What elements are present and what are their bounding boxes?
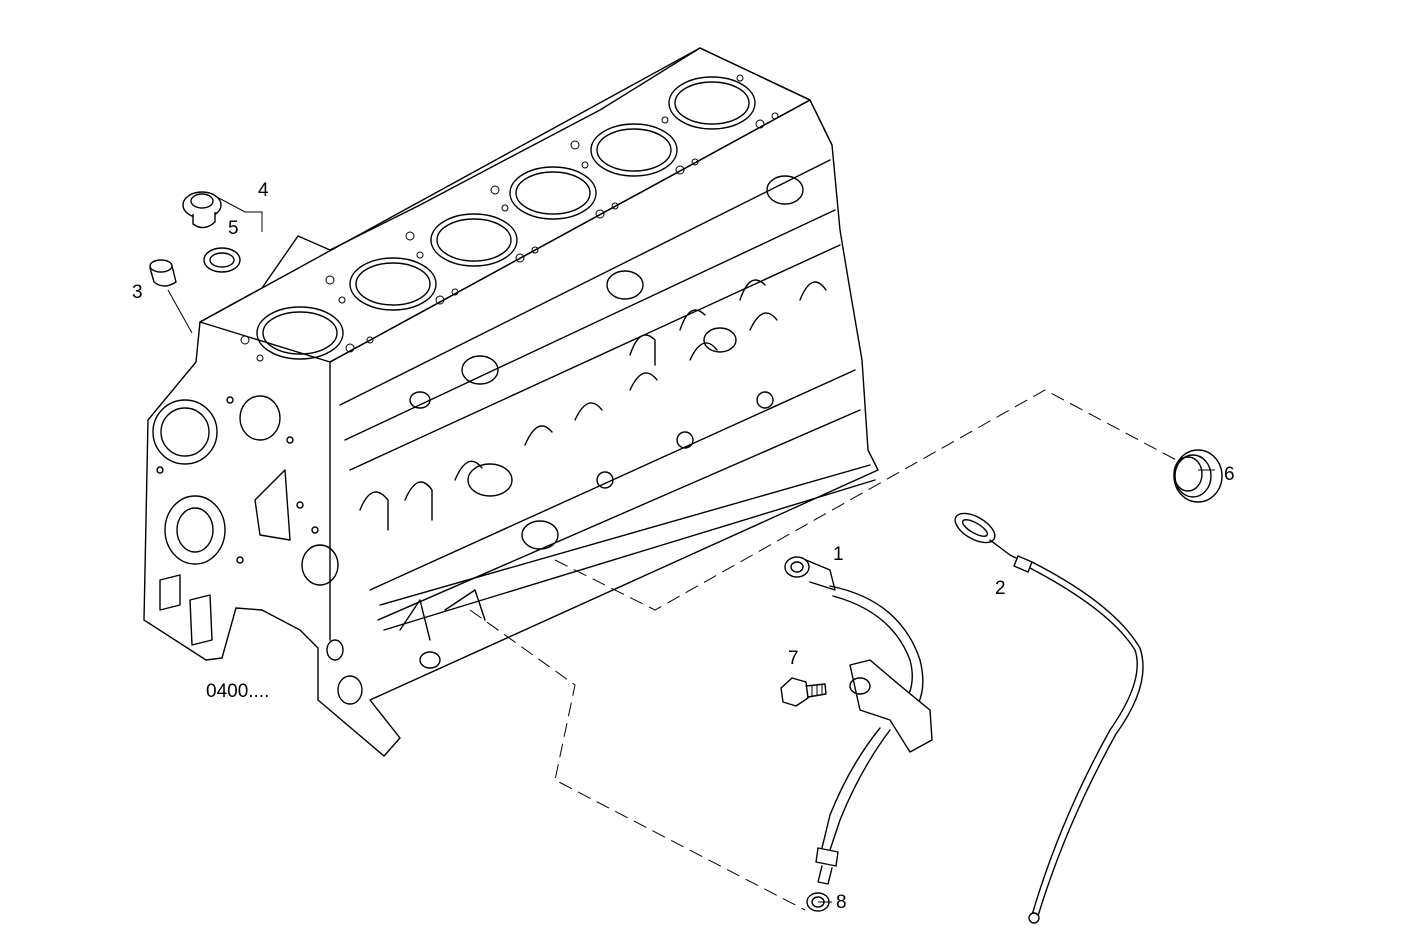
callout-6: 6 [1224, 464, 1235, 485]
front-face [152, 395, 339, 646]
lower-features [326, 589, 486, 705]
part-5-washer [203, 247, 241, 273]
callout-7: 7 [788, 648, 799, 669]
deck-holes [240, 74, 779, 362]
part-6-cap [1173, 449, 1223, 503]
crankcase-arches [359, 279, 827, 531]
reference-code: 0400.... [206, 681, 269, 702]
side-bosses [409, 175, 804, 550]
assembly-lines [469, 389, 1181, 911]
cylinder-bores [256, 76, 756, 360]
part-3-bushing [149, 259, 193, 334]
engine-block [143, 47, 879, 757]
part-1-oil-tube [784, 556, 933, 885]
callout-3: 3 [132, 282, 143, 303]
part-4-plug [182, 191, 263, 232]
part-7-bolt [780, 677, 827, 707]
callout-2: 2 [995, 578, 1006, 599]
callout-4: 4 [258, 180, 269, 201]
callout-1: 1 [833, 544, 844, 565]
callout-8: 8 [836, 892, 847, 913]
callout-leaders [818, 469, 1215, 903]
part-2-dipstick [954, 512, 1144, 924]
callout-5: 5 [228, 218, 239, 239]
